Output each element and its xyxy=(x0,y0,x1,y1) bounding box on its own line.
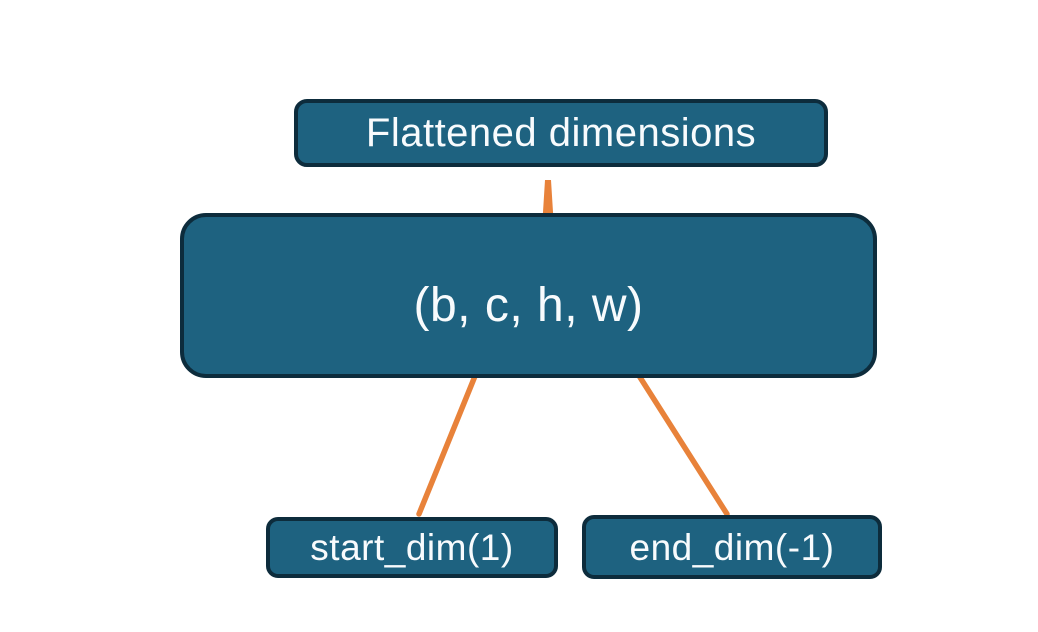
flattened-dimensions-node: Flattened dimensions xyxy=(294,99,828,167)
start-dim-node: start_dim(1) xyxy=(266,517,558,578)
end-dim-label: end_dim(-1) xyxy=(629,526,835,568)
tensor-shape-node: (b, c, h, w) xyxy=(180,213,877,378)
flattened-dimensions-label: Flattened dimensions xyxy=(365,111,757,155)
start-dim-label: start_dim(1) xyxy=(310,527,514,568)
end-dim-node: end_dim(-1) xyxy=(582,515,882,579)
tensor-shape-label: (b, c, h, w) xyxy=(413,278,644,332)
